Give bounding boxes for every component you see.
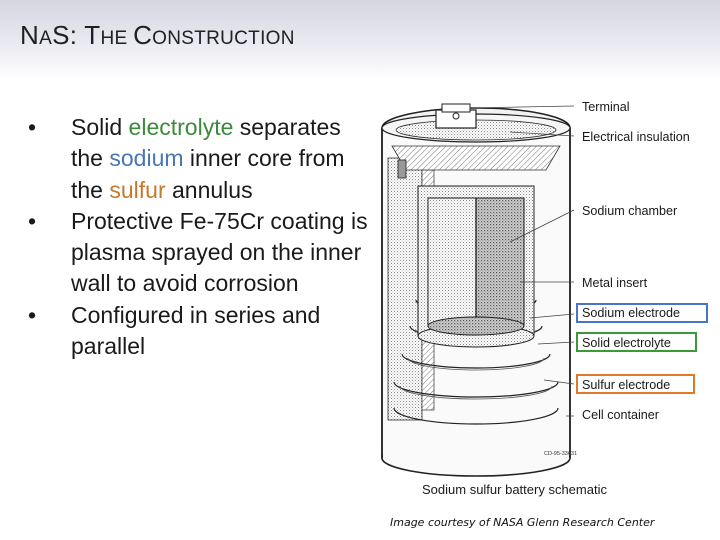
cutaway-wall — [387, 157, 423, 421]
title-letter: T — [84, 20, 101, 50]
title-fragment: S: — [52, 20, 85, 50]
bullet-dot: • — [28, 207, 37, 234]
title-letter: N — [20, 20, 40, 50]
title-letter: C — [133, 20, 153, 50]
sodium-core — [427, 197, 525, 336]
diagram-caption: Sodium sulfur battery schematic — [422, 482, 607, 497]
bullet-item: • Protective Fe-75Cr coating is plasma sp… — [28, 206, 368, 300]
highlight-sodium: sodium — [109, 145, 184, 172]
label-electrical-insulation: Electrical insulation — [582, 130, 690, 144]
cell-lid — [381, 103, 571, 179]
label-cell-container: Cell container — [582, 408, 659, 422]
bullet-item: • Configured in series and parallel — [28, 300, 368, 363]
bullet-text: Configured in series and parallel — [71, 301, 321, 360]
highlight-box-solid-electrolyte — [576, 332, 697, 352]
label-terminal: Terminal — [582, 100, 630, 114]
bullet-item: •Solid electrolyte separates the sodium … — [28, 112, 368, 206]
leader-lines — [469, 105, 575, 417]
label-sulfur-electrode: Sulfur electrode — [582, 378, 670, 392]
highlight-sulfur: sulfur — [109, 176, 166, 203]
battery-schematic: Terminal Electrical insulation Sodium ch… — [370, 86, 720, 506]
bullet-dot: • — [28, 301, 37, 328]
bullet-text: annulus — [165, 176, 253, 203]
label-solid-electrolyte: Solid electrolyte — [582, 336, 671, 350]
label-metal-insert: Metal insert — [582, 276, 648, 290]
highlight-box-sulfur-electrode — [576, 374, 695, 394]
label-sodium-electrode: Sodium electrode — [582, 306, 680, 320]
bullet-text: separates the — [71, 114, 341, 172]
label-sodium-chamber: Sodium chamber — [582, 204, 677, 218]
bullet-text: Solid — [71, 114, 129, 140]
title-band — [0, 0, 720, 82]
slide-title: NAS: THE CONSTRUCTION — [20, 20, 295, 51]
highlight-electrolyte: electrolyte — [128, 114, 234, 140]
bullet-dot: • — [28, 114, 37, 140]
title-fragment: ONSTRUCTION — [152, 28, 295, 49]
bullet-list: •Solid electrolyte separates the sodium … — [28, 112, 368, 362]
figure-code: CD-95-33631 — [544, 451, 577, 457]
bullet-text: Protective Fe-75Cr coating is plasma spr… — [71, 207, 368, 297]
highlight-box-sodium-electrode — [576, 303, 708, 323]
image-credit: Image courtesy of NASA Glenn Research Ce… — [390, 516, 655, 529]
title-fragment: HE — [100, 28, 134, 49]
title-letter: A — [39, 28, 53, 49]
bullet-text: inner core from the — [71, 145, 345, 203]
